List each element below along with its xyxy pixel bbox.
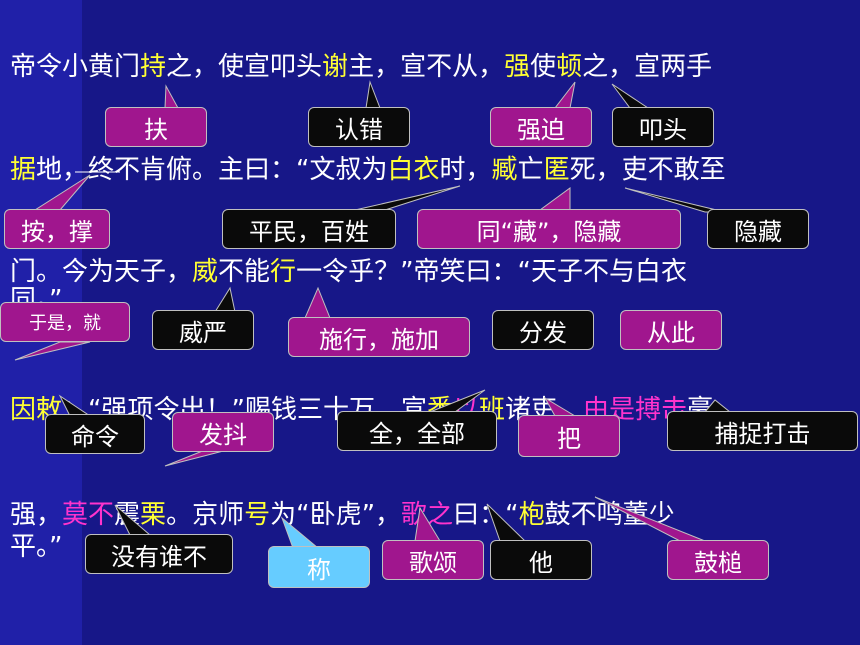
callout-kou-tou: 叩头 bbox=[612, 107, 714, 147]
callout-fu: 扶 bbox=[105, 107, 207, 147]
line2-segment: 时， bbox=[439, 155, 492, 185]
text-line-2: 据地，终不肯俯。主曰：“文叔为白衣时，臧亡匿死，吏不敢至 bbox=[10, 155, 726, 185]
line5-segment: 为“卧虎”， bbox=[270, 500, 402, 530]
callout-ren-cuo: 认错 bbox=[308, 107, 410, 147]
line5-segment: 莫不 bbox=[62, 500, 115, 530]
line2-segment: 据 bbox=[10, 155, 37, 185]
line5-segment: 鼓不鸣董少 bbox=[544, 500, 675, 530]
callout-fen-fa: 分发 bbox=[492, 310, 594, 350]
callout-ta: 他 bbox=[490, 540, 592, 580]
callout-mei-you: 没有谁不 bbox=[85, 534, 233, 574]
line1-segment: 主，宣不从， bbox=[348, 52, 505, 82]
line3-segment: 门。今为天子， bbox=[10, 257, 193, 287]
callout-wei-yan: 威严 bbox=[152, 310, 254, 350]
line2-segment: 地，终不肯俯。主曰：“文叔为 bbox=[36, 155, 388, 185]
line5-segment: 号 bbox=[244, 500, 271, 530]
line5-segment: 强， bbox=[10, 500, 63, 530]
line5-segment: 震 bbox=[114, 500, 141, 530]
callout-fa-dou: 发抖 bbox=[172, 412, 274, 452]
line1-segment: 顿 bbox=[556, 52, 583, 82]
callout-yin-cang: 隐藏 bbox=[707, 209, 809, 249]
callout-cheng: 称 bbox=[268, 546, 370, 588]
callout-bu-zhuo: 捕捉打击 bbox=[667, 411, 858, 451]
line3-segment: 威 bbox=[192, 257, 219, 287]
line5-segment: 曰：“ bbox=[453, 500, 519, 530]
line1-segment: 谢 bbox=[322, 52, 349, 82]
line2-segment: 臧 bbox=[491, 155, 518, 185]
line1-segment: 持 bbox=[140, 52, 167, 82]
line3-segment: 行 bbox=[270, 257, 297, 287]
callout-ge-song: 歌颂 bbox=[382, 540, 484, 580]
text-line-1: 帝令小黄门持之，使宣叩头谢主，宣不从，强使顿之，宣两手 bbox=[10, 52, 712, 82]
line5-segment: 枹 bbox=[518, 500, 545, 530]
line1-segment: 之，使宣叩头 bbox=[166, 52, 323, 82]
line1-segment: 强 bbox=[504, 52, 531, 82]
line4-segment: 因 bbox=[10, 395, 37, 425]
callout-quan-bu: 全，全部 bbox=[337, 411, 497, 451]
callout-cong-ci: 从此 bbox=[620, 310, 722, 350]
callout-tong-zang: 同“藏”，隐藏 bbox=[417, 209, 681, 249]
line2-segment: 白衣 bbox=[387, 155, 440, 185]
line5-segment: 。京师 bbox=[166, 500, 245, 530]
callout-ba: 把 bbox=[518, 415, 620, 457]
line5-segment: 栗 bbox=[140, 500, 167, 530]
callout-ping-min: 平民，百姓 bbox=[222, 209, 396, 249]
line2-segment: 亡 bbox=[517, 155, 544, 185]
line1-segment: 使 bbox=[530, 52, 557, 82]
text-line-5: 强，莫不震栗。京师号为“卧虎”，歌之曰：“枹鼓不鸣董少 bbox=[10, 500, 675, 530]
line1-segment: 帝令小黄门 bbox=[10, 52, 141, 82]
line2-segment: 死，吏不敢至 bbox=[569, 155, 726, 185]
callout-an-cheng: 按，撑 bbox=[4, 209, 110, 249]
callout-qiang-po: 强迫 bbox=[490, 107, 592, 147]
line5-segment: 之 bbox=[427, 500, 454, 530]
line1-segment: 之，宣两手 bbox=[582, 52, 713, 82]
callout-gu-chui: 鼓槌 bbox=[667, 540, 769, 580]
text-line-3: 门。今为天子，威不能行一令乎？”帝笑曰：“天子不与白衣 bbox=[10, 257, 687, 287]
line5-segment: 歌 bbox=[401, 500, 428, 530]
line3-segment: 不能 bbox=[218, 257, 271, 287]
text-line-6: 平。” bbox=[10, 532, 63, 562]
callout-yu-shi: 于是，就 bbox=[0, 302, 130, 342]
callout-shi-xing: 施行，施加 bbox=[288, 317, 470, 357]
callout-ming-ling: 命令 bbox=[45, 414, 145, 454]
line3-segment: 一令乎？”帝笑曰：“天子不与白衣 bbox=[296, 257, 688, 287]
line2-segment: 匿 bbox=[543, 155, 570, 185]
